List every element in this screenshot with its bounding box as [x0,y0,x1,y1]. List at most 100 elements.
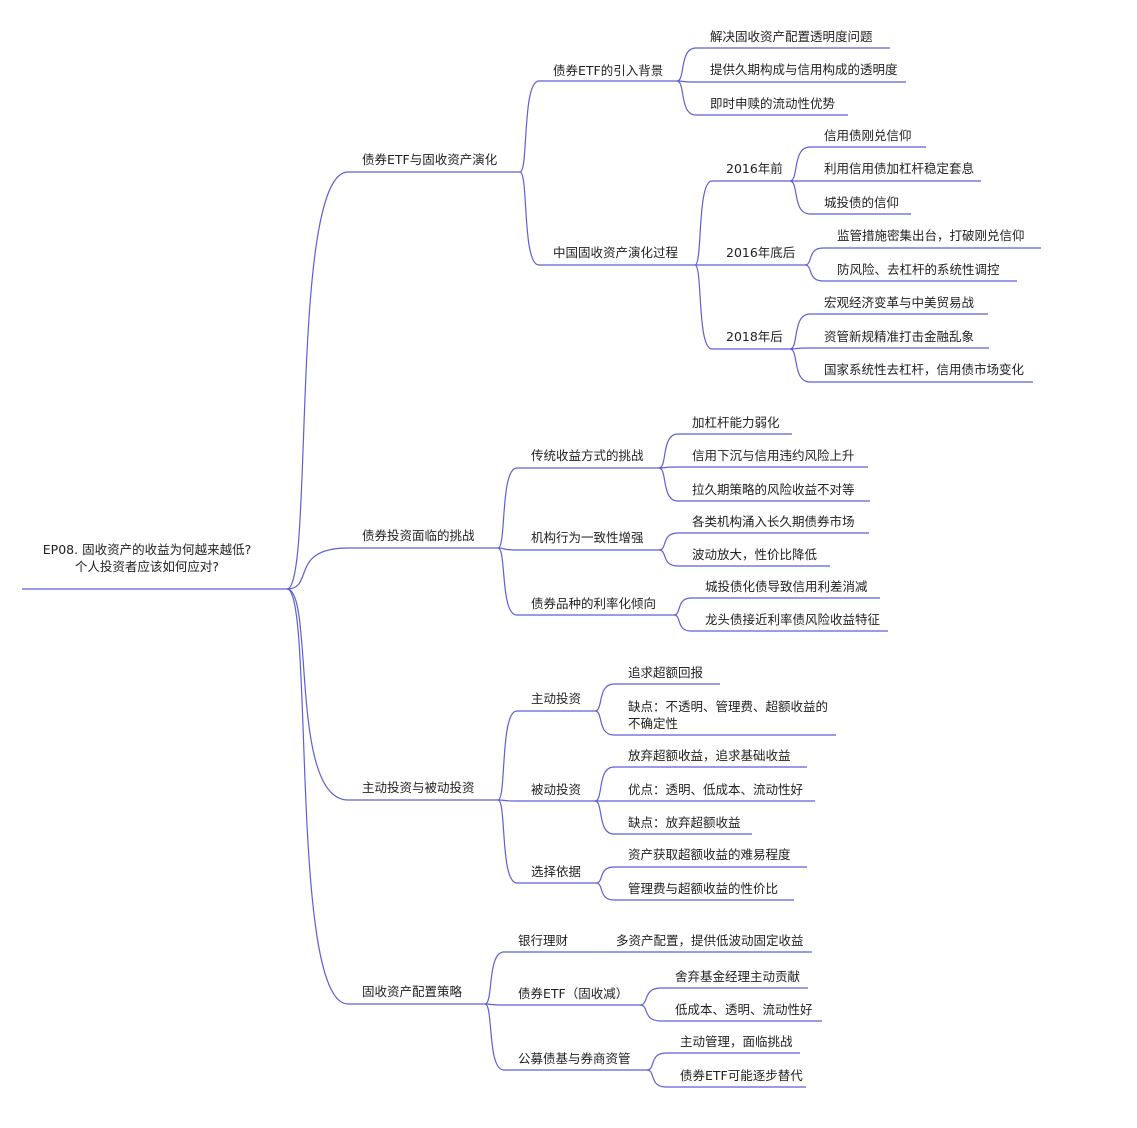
subtopic-node[interactable]: 追求超额回报 [614,665,720,685]
leaf-node-label: 城投债的信仰 [824,195,899,210]
topic-node-label: 传统收益方式的挑战 [531,448,644,463]
subtopic-node[interactable]: 拉久期策略的风险收益不对等 [678,482,870,502]
leaf-node[interactable]: 城投债的信仰 [810,195,911,215]
mindmap-connector [639,1004,662,1022]
leaf-node-label: 国家系统性去杠杆，信用债市场变化 [824,362,1025,377]
topic-node-label: 债券品种的利率化倾向 [531,596,656,611]
subtopic-node[interactable]: 龙头债接近利率债风险收益特征 [691,612,888,632]
subtopic-node-label: 2018年后 [726,329,783,344]
subtopic-node-label: 2016年底后 [726,245,795,260]
topic-node-label: 主动投资 [531,691,581,706]
topic-node-label: 债券ETF（固收减） [518,986,628,1001]
mindmap-connector [646,1069,667,1088]
subtopic-node[interactable]: 城投债化债导致信用利差消减 [691,579,880,599]
topic-node-label: 公募债基与券商资管 [518,1051,631,1066]
subtopic-node[interactable]: 低成本、透明、流动性好 [661,1002,822,1022]
subtopic-node[interactable]: 信用下沉与信用违约风险上升 [678,448,868,468]
subtopic-node[interactable]: 2016年底后 [712,245,805,266]
subtopic-node-label: 低成本、透明、流动性好 [675,1002,813,1017]
leaf-node[interactable]: 利用信用债加杠杆稳定套息 [810,161,981,182]
subtopic-node[interactable]: 放弃超额收益，追求基础收益 [614,748,807,768]
branch-node[interactable]: 债券投资面临的挑战 [348,528,498,549]
topic-node-label: 银行理财 [518,933,568,948]
mindmap-connector [497,710,518,801]
branch-node-label: 主动投资与被动投资 [362,780,475,795]
branch-node-label: 债券投资面临的挑战 [362,528,475,543]
subtopic-node-label: 龙头债接近利率债风险收益特征 [705,612,881,627]
leaf-node[interactable]: 防风险、去杠杆的系统性调控 [823,262,1017,282]
mindmap-connector [497,467,518,549]
subtopic-node[interactable]: 债券ETF可能逐步替代 [666,1068,806,1088]
subtopic-node[interactable]: 主动管理，面临挑战 [666,1034,800,1054]
subtopic-node-label: 城投债化债导致信用利差消减 [705,579,868,594]
subtopic-node-label: 缺点：不透明、管理费、超额收益的 [628,699,828,714]
subtopic-node-label: 即时申赎的流动性优势 [710,96,836,111]
mindmap-edges [286,47,824,1088]
leaf-node[interactable]: 资管新规精准打击金融乱象 [810,329,989,349]
topic-node[interactable]: 公募债基与券商资管 [504,1051,647,1071]
leaf-node-label: 信用债刚兑信仰 [824,128,912,143]
topic-node[interactable]: 中国固收资产演化过程 [539,245,695,266]
leaf-node-label: 监管措施密集出台，打破刚兑信仰 [837,228,1025,243]
subtopic-node-label: 2016年前 [726,161,783,176]
subtopic-node[interactable]: 2016年前 [712,161,790,182]
leaf-node[interactable]: 信用债刚兑信仰 [810,128,926,148]
mindmap-connector [595,866,615,884]
subtopic-node[interactable]: 管理费与超额收益的性价比 [614,881,794,901]
subtopic-node[interactable]: 2018年后 [712,329,790,350]
mindmap-connector [286,588,349,801]
subtopic-node[interactable]: 解决固收资产配置透明度问题 [696,29,890,49]
subtopic-node[interactable]: 即时申赎的流动性优势 [696,96,848,116]
topic-node[interactable]: 债券ETF的引入背景 [539,63,677,82]
mindmap-connector [658,433,679,469]
branch-node[interactable]: 固收资产配置策略 [348,984,485,1005]
mindmap-connector [694,180,713,266]
topic-node[interactable]: 机构行为一致性增强 [517,530,659,551]
branch-node[interactable]: 债券ETF与固收资产演化 [348,152,520,173]
subtopic-node[interactable]: 缺点：放弃超额收益 [614,815,752,835]
mindmap-connector [673,614,692,632]
subtopic-node[interactable]: 优点：透明、低成本、流动性好 [614,782,815,802]
topic-node[interactable]: 债券ETF（固收减） [504,986,640,1006]
mindmap-connector [676,80,697,116]
subtopic-node-label: 多资产配置，提供低波动固定收益 [616,933,804,948]
subtopic-node-label: 舍弃基金经理主动贡献 [675,969,800,984]
root-title-line: 个人投资者应该如何应对? [75,559,219,574]
leaf-node[interactable]: 监管措施密集出台，打破刚兑信仰 [823,228,1041,249]
leaf-node[interactable]: 宏观经济变革与中美贸易战 [810,295,988,315]
leaf-node[interactable]: 国家系统性去杠杆，信用债市场变化 [810,362,1033,383]
topic-node[interactable]: 传统收益方式的挑战 [517,448,659,469]
mindmap-connector [789,348,811,383]
topic-node[interactable]: 主动投资 [517,691,595,712]
leaf-node-label: 防风险、去杠杆的系统性调控 [837,262,1000,277]
mindmap-connector [804,264,824,282]
mindmap-connector [497,799,518,802]
topic-node-label: 被动投资 [531,782,581,797]
mindmap-connector [484,1003,505,1006]
mindmap-connector [286,547,349,590]
subtopic-node[interactable]: 加杠杆能力弱化 [678,415,792,435]
topic-node[interactable]: 银行理财 [504,933,598,953]
subtopic-node[interactable]: 多资产配置，提供低波动固定收益 [602,933,812,953]
subtopic-node[interactable]: 舍弃基金经理主动贡献 [661,969,808,989]
mindmap-connector [497,547,518,616]
subtopic-node[interactable]: 资产获取超额收益的难易程度 [614,847,807,868]
subtopic-node-label: 放弃超额收益，追求基础收益 [628,748,791,763]
mindmap-connector [789,146,811,182]
mindmap-connector [594,710,615,736]
subtopic-node[interactable]: 提供久期构成与信用构成的透明度 [696,62,906,83]
subtopic-node[interactable]: 各类机构涌入长久期债券市场 [678,514,869,534]
mindmap-connector [658,532,679,551]
branch-node[interactable]: 主动投资与被动投资 [348,780,498,801]
topic-node[interactable]: 债券品种的利率化倾向 [517,596,674,616]
mindmap-connector [497,799,518,884]
mindmap-connector [594,800,615,835]
root-node[interactable]: EP08. 固收资产的收益为何越来越低?个人投资者应该如何应对? [22,542,287,590]
subtopic-node[interactable]: 波动放大，性价比降低 [678,547,830,567]
mindmap-connector [594,766,615,802]
topic-node[interactable]: 被动投资 [517,782,595,802]
subtopic-node-label: 管理费与超额收益的性价比 [628,881,778,896]
topic-node[interactable]: 选择依据 [517,864,596,884]
